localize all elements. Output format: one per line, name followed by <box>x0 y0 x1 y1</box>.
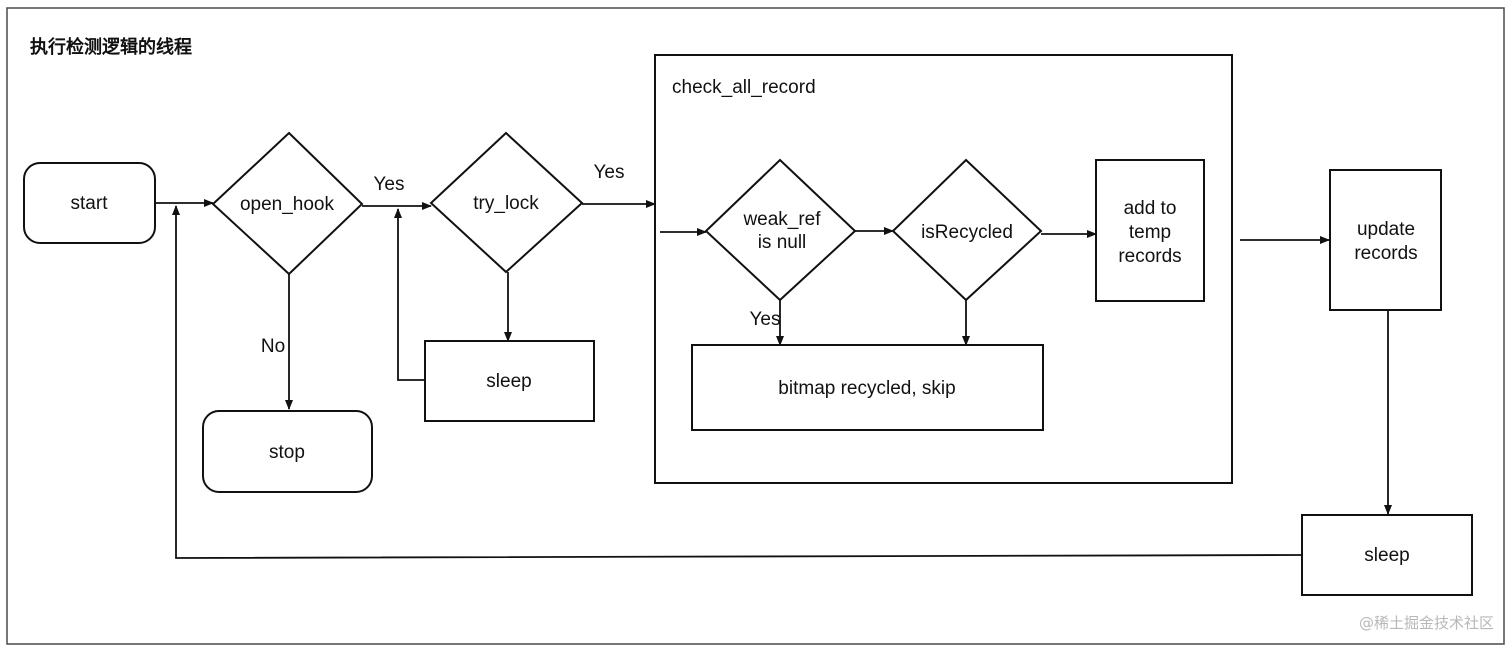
update-records-label-line1: update <box>1357 219 1415 240</box>
sleep-lock-label: sleep <box>486 371 531 392</box>
bitmap-skip-label: bitmap recycled, skip <box>778 378 955 399</box>
try-lock-label: try_lock <box>473 193 539 214</box>
open-hook-label: open_hook <box>240 194 335 215</box>
try-lock-yes-label: Yes <box>594 162 625 183</box>
update-records-node <box>1329 169 1442 311</box>
is-recycled-label: isRecycled <box>921 222 1013 243</box>
is-recycled-decision <box>891 158 1043 302</box>
update-records-label-line2: records <box>1354 243 1417 264</box>
add-temp-label-line3: records <box>1118 246 1181 267</box>
start-label: start <box>71 193 109 214</box>
weak-ref-decision <box>704 158 857 302</box>
sleep-loop-node <box>1301 514 1473 596</box>
sleep-lock-node <box>424 340 595 422</box>
watermark: @稀土掘金技术社区 <box>1359 614 1494 632</box>
open-hook-yes-label: Yes <box>374 174 405 195</box>
sleep-loop-label: sleep <box>1364 545 1409 566</box>
weak-ref-yes-label: Yes <box>750 309 781 330</box>
stop-node <box>202 410 373 493</box>
edge-sleep-back-to-try-lock <box>394 208 425 381</box>
diagram-title: 执行检测逻辑的线程 <box>30 36 192 58</box>
outer-frame <box>6 7 1505 645</box>
open-hook-decision <box>211 131 364 276</box>
weak-ref-label: weak_ref <box>742 209 821 230</box>
add-temp-label-line1: add to <box>1124 198 1177 219</box>
add-temp-records-node <box>1095 159 1205 302</box>
check-all-record-group <box>654 54 1233 484</box>
check-all-record-label: check_all_record <box>672 77 816 98</box>
open-hook-no-label: No <box>261 336 285 357</box>
try-lock-decision <box>429 131 584 274</box>
add-temp-label-line2: temp <box>1129 222 1171 243</box>
weak-ref-label-line2: is null <box>758 232 807 253</box>
bitmap-skip-node <box>691 344 1044 431</box>
edge-sleep-loop-back <box>172 205 1303 559</box>
stop-label: stop <box>269 442 305 463</box>
start-node <box>23 162 156 244</box>
